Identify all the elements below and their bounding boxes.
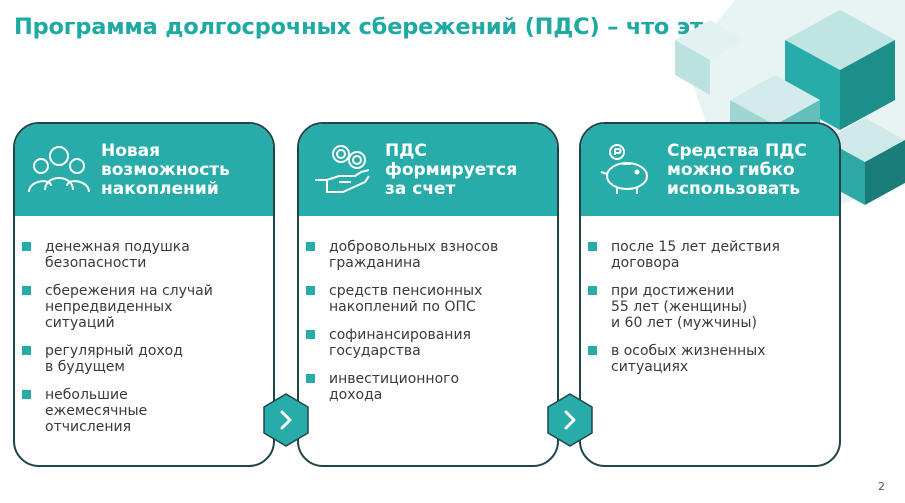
card-formation-sources: ПДС формируется за счет добровольных взн… <box>297 122 559 467</box>
bullet-square <box>22 346 31 355</box>
bullet-square <box>22 390 31 399</box>
list-item: денежная подушка безопасности <box>15 239 267 271</box>
page-title: Программа долгосрочных сбережений (ПДС) … <box>14 14 731 40</box>
bullet-square <box>588 346 597 355</box>
list-item: инвестиционного дохода <box>299 371 551 403</box>
coins-hand-icon <box>315 145 370 193</box>
list-item: после 15 лет действия договора <box>581 239 833 271</box>
bullet-square <box>588 242 597 251</box>
list-item: сбережения на случай непредвиденных ситу… <box>15 283 267 331</box>
list-item: софинансирования государства <box>299 327 551 359</box>
card-list: денежная подушка безопасности сбережения… <box>15 239 267 447</box>
card-title: Средства ПДС можно гибко использовать <box>667 141 807 199</box>
card-list: после 15 лет действия договора при дости… <box>581 239 833 387</box>
card-new-opportunity: Новая возможность накоплений денежная по… <box>13 122 275 467</box>
piggy-bank-icon <box>600 144 648 194</box>
card-header: Новая возможность накоплений <box>15 124 273 216</box>
chevron-right-icon <box>547 393 593 447</box>
bullet-square <box>588 286 597 295</box>
card-list: добровольных взносов гражданина средств … <box>299 239 551 415</box>
card-header: Средства ПДС можно гибко использовать <box>581 124 839 216</box>
bullet-square <box>306 374 315 383</box>
list-item: регулярный доход в будущем <box>15 343 267 375</box>
card-header: ПДС формируется за счет <box>299 124 557 216</box>
bullet-square <box>306 330 315 339</box>
bullet-square <box>306 242 315 251</box>
bullet-square <box>306 286 315 295</box>
list-item: в особых жизненных ситуациях <box>581 343 833 375</box>
card-flexible-use: Средства ПДС можно гибко использовать по… <box>579 122 841 467</box>
list-item: средств пенсионных накоплений по ОПС <box>299 283 551 315</box>
list-item: добровольных взносов гражданина <box>299 239 551 271</box>
card-title: ПДС формируется за счет <box>385 141 518 199</box>
card-title: Новая возможность накоплений <box>101 141 230 199</box>
list-item: небольшие ежемесячные отчисления <box>15 387 267 435</box>
list-item: при достижении 55 лет (женщины) и 60 лет… <box>581 283 833 331</box>
chevron-right-icon <box>263 393 309 447</box>
people-icon <box>28 146 90 193</box>
bullet-square <box>22 242 31 251</box>
page-number: 2 <box>878 480 885 493</box>
bullet-square <box>22 286 31 295</box>
